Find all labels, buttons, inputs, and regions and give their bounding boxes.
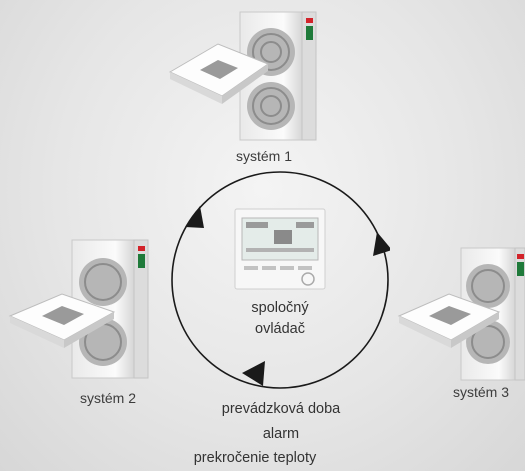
caption-alarm: alarm [262, 426, 300, 442]
caption-operating-time: prevádzková doba [221, 401, 341, 417]
remote-controller-icon [234, 208, 326, 290]
common-controller-line-1: spoločný [251, 300, 309, 316]
ac-unit-system-3 [397, 247, 525, 381]
system-3-label: systém 3 [453, 384, 510, 400]
common-controller-label: spoločný ovládač [230, 298, 330, 340]
cycle-arrow-right [373, 232, 390, 256]
common-controller-line-2: ovládač [255, 321, 305, 337]
ac-unit-system-2 [8, 239, 149, 379]
cycle-arrow-left [185, 206, 204, 228]
system-1-label: systém 1 [236, 148, 293, 164]
cycle-arrow-bottom [242, 361, 265, 386]
system-2-label: systém 2 [80, 390, 137, 406]
ac-unit-system-1 [168, 11, 317, 141]
cycle-circle [171, 171, 390, 389]
caption-temperature: prekročenie teploty [193, 450, 317, 466]
